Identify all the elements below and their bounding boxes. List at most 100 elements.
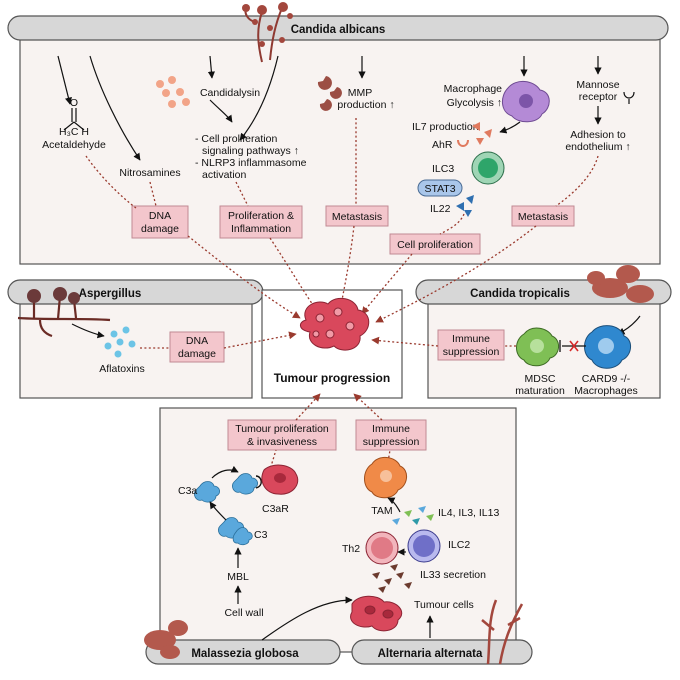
- il22-triangles-icon: [456, 195, 474, 217]
- asp-dna-text-1: DNA: [186, 335, 208, 347]
- bottom-immune-text-2: suppression: [363, 436, 420, 448]
- signaling-line-4: activation: [202, 169, 247, 181]
- ahr-label: AhR: [432, 139, 453, 151]
- fungus-icon: [587, 265, 654, 303]
- tam-label: TAM: [371, 505, 392, 517]
- trop-immune-text-2: suppression: [443, 346, 500, 358]
- metastasis-text-adhesion: Metastasis: [518, 211, 568, 223]
- th2-cell-icon: [365, 531, 399, 565]
- metastasis-text-mmp: Metastasis: [332, 211, 382, 223]
- candida-albicans-header: [7, 15, 669, 41]
- signaling-line-2: signaling pathways ↑: [202, 145, 299, 157]
- metastasis-box-mmp: [325, 205, 389, 227]
- endothelium-label: endothelium ↑: [565, 141, 630, 153]
- stat3-label: STAT3: [424, 183, 455, 195]
- fungus-icon: [144, 620, 188, 659]
- c3ar-receptor-icon: [255, 475, 262, 489]
- fungus-icon: [27, 287, 80, 304]
- asp-dna-text-2: damage: [178, 348, 216, 360]
- tumour-cells-icon: [350, 595, 403, 632]
- card9-macrophages-label: Macrophages: [574, 385, 638, 397]
- cell-proliferation-text: Cell proliferation: [397, 239, 473, 251]
- alternaria-header: [351, 639, 533, 665]
- card9-label: CARD9 -/-: [582, 373, 631, 385]
- prolif-text-2: Inflammation: [231, 223, 291, 235]
- dna-damage-text-1: DNA: [149, 210, 171, 222]
- th2-label: Th2: [342, 543, 360, 555]
- il22-label: IL22: [430, 203, 451, 215]
- dna-damage-box: [131, 205, 189, 239]
- mbl-label: MBL: [227, 571, 249, 583]
- card9-macrophage-icon: [584, 325, 631, 369]
- c3ar-label: C3aR: [262, 503, 289, 515]
- c3-label: C3: [254, 529, 268, 541]
- tam-cell-icon: [364, 457, 407, 499]
- alternaria-title: Alternaria alternata: [378, 648, 483, 660]
- candidalysin-label: Candidalysin: [200, 87, 260, 99]
- aflatoxins-label: Aflatoxins: [99, 363, 145, 375]
- receptor-label: receptor: [579, 91, 618, 103]
- tropicalis-immune-box: [437, 329, 505, 361]
- fungus-icon: [17, 295, 111, 338]
- fungus-icon: [481, 599, 524, 665]
- mannose-label: Mannose: [576, 79, 619, 91]
- bottom-immune-text-1: Immune: [372, 423, 410, 435]
- prolif-text-1: Proliferation &: [228, 210, 294, 222]
- ilc3-cell-icon: [471, 151, 505, 185]
- mdsc-label: MDSC: [525, 373, 556, 385]
- aflatoxin-dots-icon: [104, 326, 136, 358]
- mdsc-cell-icon: [516, 327, 559, 367]
- tumour-progression-label: Tumour progression: [274, 371, 390, 385]
- mmp-production-label: production ↑: [337, 99, 394, 111]
- dna-damage-text-2: damage: [141, 223, 179, 235]
- nitrosamines-label: Nitrosamines: [119, 167, 180, 179]
- bottom-panel: [159, 407, 517, 653]
- aspergillus-title: Aspergillus: [79, 288, 142, 300]
- interleukin-triangles-icon: [392, 506, 434, 525]
- block-cross-icon: [569, 340, 579, 352]
- mdsc-maturation-label: maturation: [515, 385, 565, 397]
- il7-triangles-icon: [472, 122, 492, 145]
- cell-wall-label: Cell wall: [224, 607, 263, 619]
- tumour-prolif-text-2: & invasiveness: [247, 436, 317, 448]
- glycolysis-label: Glycolysis ↑: [447, 97, 502, 109]
- metastasis-box-adhesion: [511, 205, 575, 227]
- mmp-label: MMP: [348, 87, 373, 99]
- cell-proliferation-box: [389, 233, 481, 255]
- macrophage-icon: [502, 81, 550, 123]
- signaling-line-1: - Cell proliferation: [195, 133, 277, 145]
- proliferation-inflammation-box: [219, 205, 303, 239]
- adhesion-label: Adhesion to: [570, 129, 626, 141]
- ilc3-label: ILC3: [432, 163, 454, 175]
- candida-albicans-panel: [19, 27, 661, 265]
- signaling-line-3: - NLRP3 inflammasome: [195, 157, 307, 169]
- tumour-proliferation-box: [227, 419, 337, 451]
- c3a-label: C3a: [178, 485, 197, 497]
- aspergillus-dna-damage-box: [169, 331, 225, 363]
- il33-triangles-icon: [372, 564, 412, 593]
- aldehyde-oxygen: O: [70, 97, 78, 109]
- il33-label: IL33 secretion: [420, 569, 486, 581]
- fungus-icon: [242, 2, 293, 47]
- aldehyde-structure-icon: [63, 108, 85, 131]
- acetaldehyde-label: Acetaldehyde: [42, 139, 106, 151]
- candidalysin-dots-icon: [156, 76, 190, 108]
- il7-label: IL7 production: [412, 121, 479, 133]
- ilc2-cell-icon: [407, 529, 441, 563]
- candida-albicans-title: Candida albicans: [291, 24, 386, 36]
- tumour-cluster-icon: [300, 297, 370, 351]
- malassezia-title: Malassezia globosa: [191, 648, 299, 660]
- complement-protein-icon: [194, 473, 258, 546]
- acetaldehyde-formula: H₃C H: [59, 126, 89, 138]
- mannose-receptor-icon: [623, 91, 635, 104]
- ilc2-label: ILC2: [448, 539, 470, 551]
- malassezia-header: [145, 639, 341, 665]
- mmp-icon: [317, 76, 342, 111]
- trop-immune-text-1: Immune: [452, 333, 490, 345]
- stat3-badge: [417, 179, 463, 197]
- tumour-cell-c3ar-icon: [261, 464, 299, 495]
- macrophage-label: Macrophage: [444, 83, 503, 95]
- candida-tropicalis-title: Candida tropicalis: [470, 288, 570, 300]
